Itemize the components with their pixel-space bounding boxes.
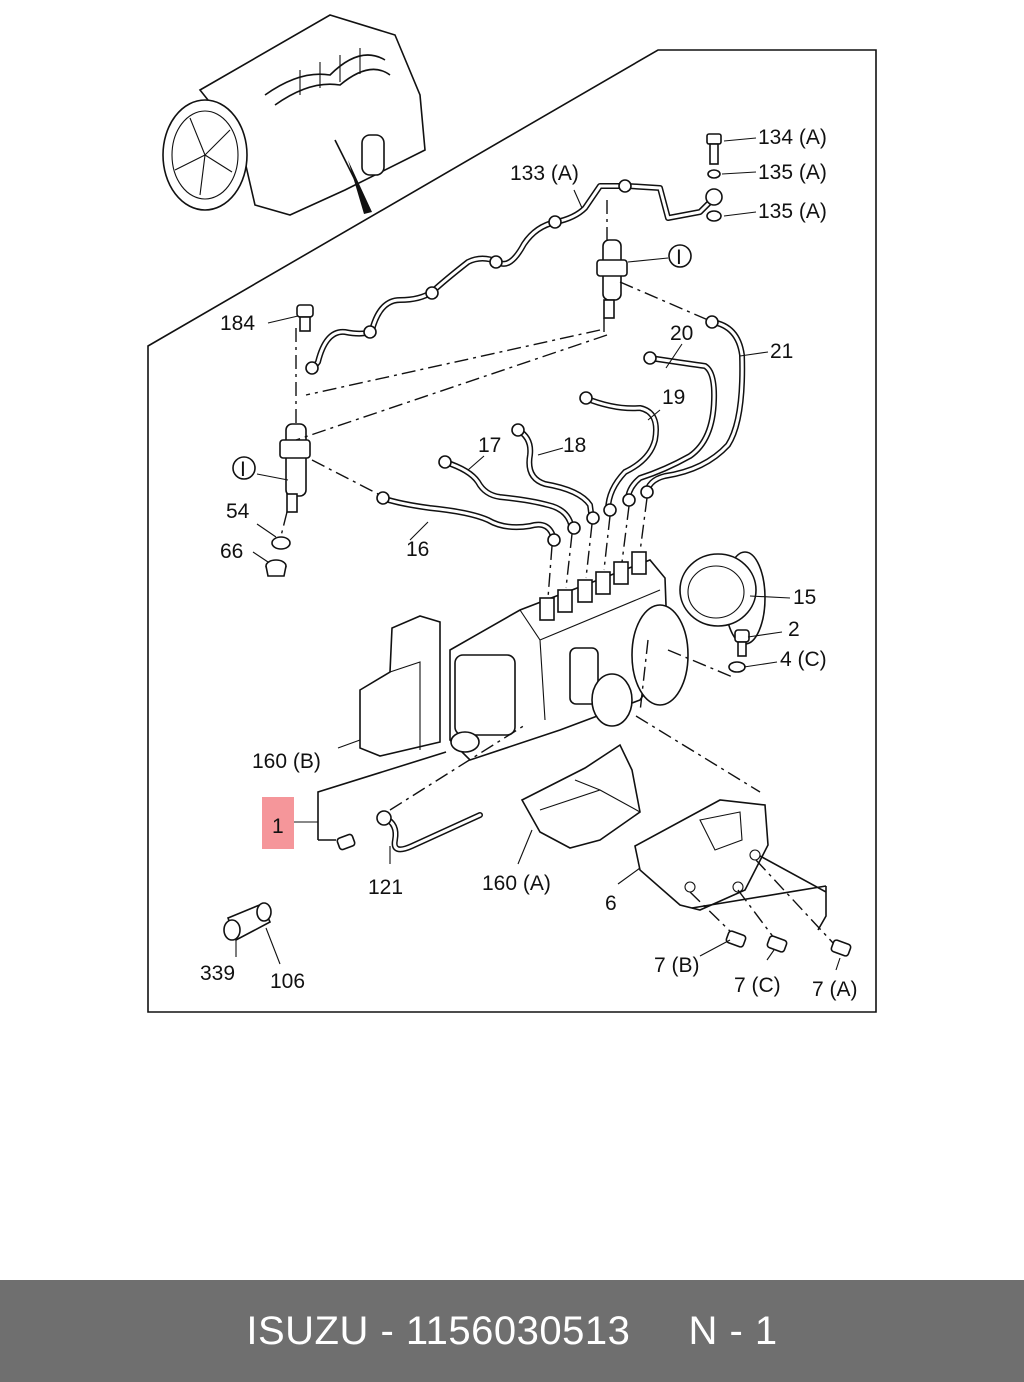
label-7c: 7 (C): [734, 974, 781, 997]
label-4c: 4 (C): [780, 648, 827, 671]
injector-ref-circle-top: [668, 244, 692, 268]
eye-fitting: [705, 188, 723, 206]
pipe-to-pump-dashes: [547, 497, 648, 599]
bracket-1-leader: [317, 751, 447, 841]
label-19: 19: [662, 386, 685, 409]
injector-ref-circle-left: [232, 456, 256, 480]
part-number-caption: ISUZU - 1156030513 N - 1: [246, 1308, 778, 1353]
label-160b: 160 (B): [252, 750, 321, 773]
leader-lines: [235, 137, 841, 971]
cover-160b: [359, 615, 441, 757]
timer-15: [679, 551, 766, 645]
label-6: 6: [605, 892, 617, 915]
label-133a: 133 (A): [510, 162, 579, 185]
dash-line-c: [311, 459, 381, 496]
label-121: 121: [368, 876, 403, 899]
label-1: 1: [272, 815, 284, 838]
washer-4c: [728, 661, 746, 673]
label-7b: 7 (B): [654, 954, 700, 977]
label-16: 16: [406, 538, 429, 561]
bolt-7a: [830, 939, 852, 957]
label-17: 17: [478, 434, 501, 457]
label-21: 21: [770, 340, 793, 363]
label-184: 184: [220, 312, 255, 335]
seal-54: [271, 536, 291, 550]
label-20: 20: [670, 322, 693, 345]
dash-line-a: [305, 329, 601, 396]
injector-right: [596, 239, 628, 319]
label-15: 15: [793, 586, 816, 609]
bracket-6: [634, 799, 769, 911]
label-7a: 7 (A): [812, 978, 858, 1001]
footer-bar: ISUZU - 1156030513 N - 1: [0, 1280, 1024, 1382]
pipe-121: [336, 810, 483, 853]
label-2: 2: [788, 618, 800, 641]
label-I-left: I: [240, 458, 246, 481]
bolt-184: [296, 304, 314, 332]
bolt-7b: [725, 930, 747, 948]
cover-160a: [520, 743, 641, 849]
label-339: 339: [200, 962, 235, 985]
label-18: 18: [563, 434, 586, 457]
dash-bolt-2: [639, 639, 736, 713]
dash-bracket: [635, 715, 835, 945]
label-I-top: I: [676, 246, 682, 269]
parts-diagram: 134 (A) 135 (A) 135 (A) 133 (A) 184 I I …: [147, 14, 877, 1013]
label-66: 66: [220, 540, 243, 563]
bolt-134a: [706, 133, 722, 165]
bolt-7c: [766, 935, 788, 953]
label-160a: 160 (A): [482, 872, 551, 895]
sleeve-66: [265, 559, 287, 577]
union-339: [223, 902, 272, 942]
bolt-2: [734, 629, 750, 657]
washer-135a-upper: [707, 169, 721, 179]
washer-135a-lower: [706, 210, 722, 222]
label-106: 106: [270, 970, 305, 993]
leader-dash-injector-right: [603, 200, 608, 335]
dash-line-b: [619, 281, 709, 321]
injector-left: [279, 423, 311, 513]
injection-pump: [449, 551, 689, 761]
label-54: 54: [226, 500, 250, 523]
label-135a-upper: 135 (A): [758, 161, 827, 184]
highlight-marker: [262, 797, 294, 849]
bracket-leader-lines: [691, 855, 827, 931]
label-135a-lower: 135 (A): [758, 200, 827, 223]
leader-dash-injector-left: [279, 328, 608, 541]
engine-overview-thumbnail: [162, 14, 426, 216]
fuel-pipe-133a: [305, 179, 717, 375]
diagram-frame: [147, 49, 877, 1013]
injection-pipes: [376, 315, 746, 547]
label-134a: 134 (A): [758, 126, 827, 149]
